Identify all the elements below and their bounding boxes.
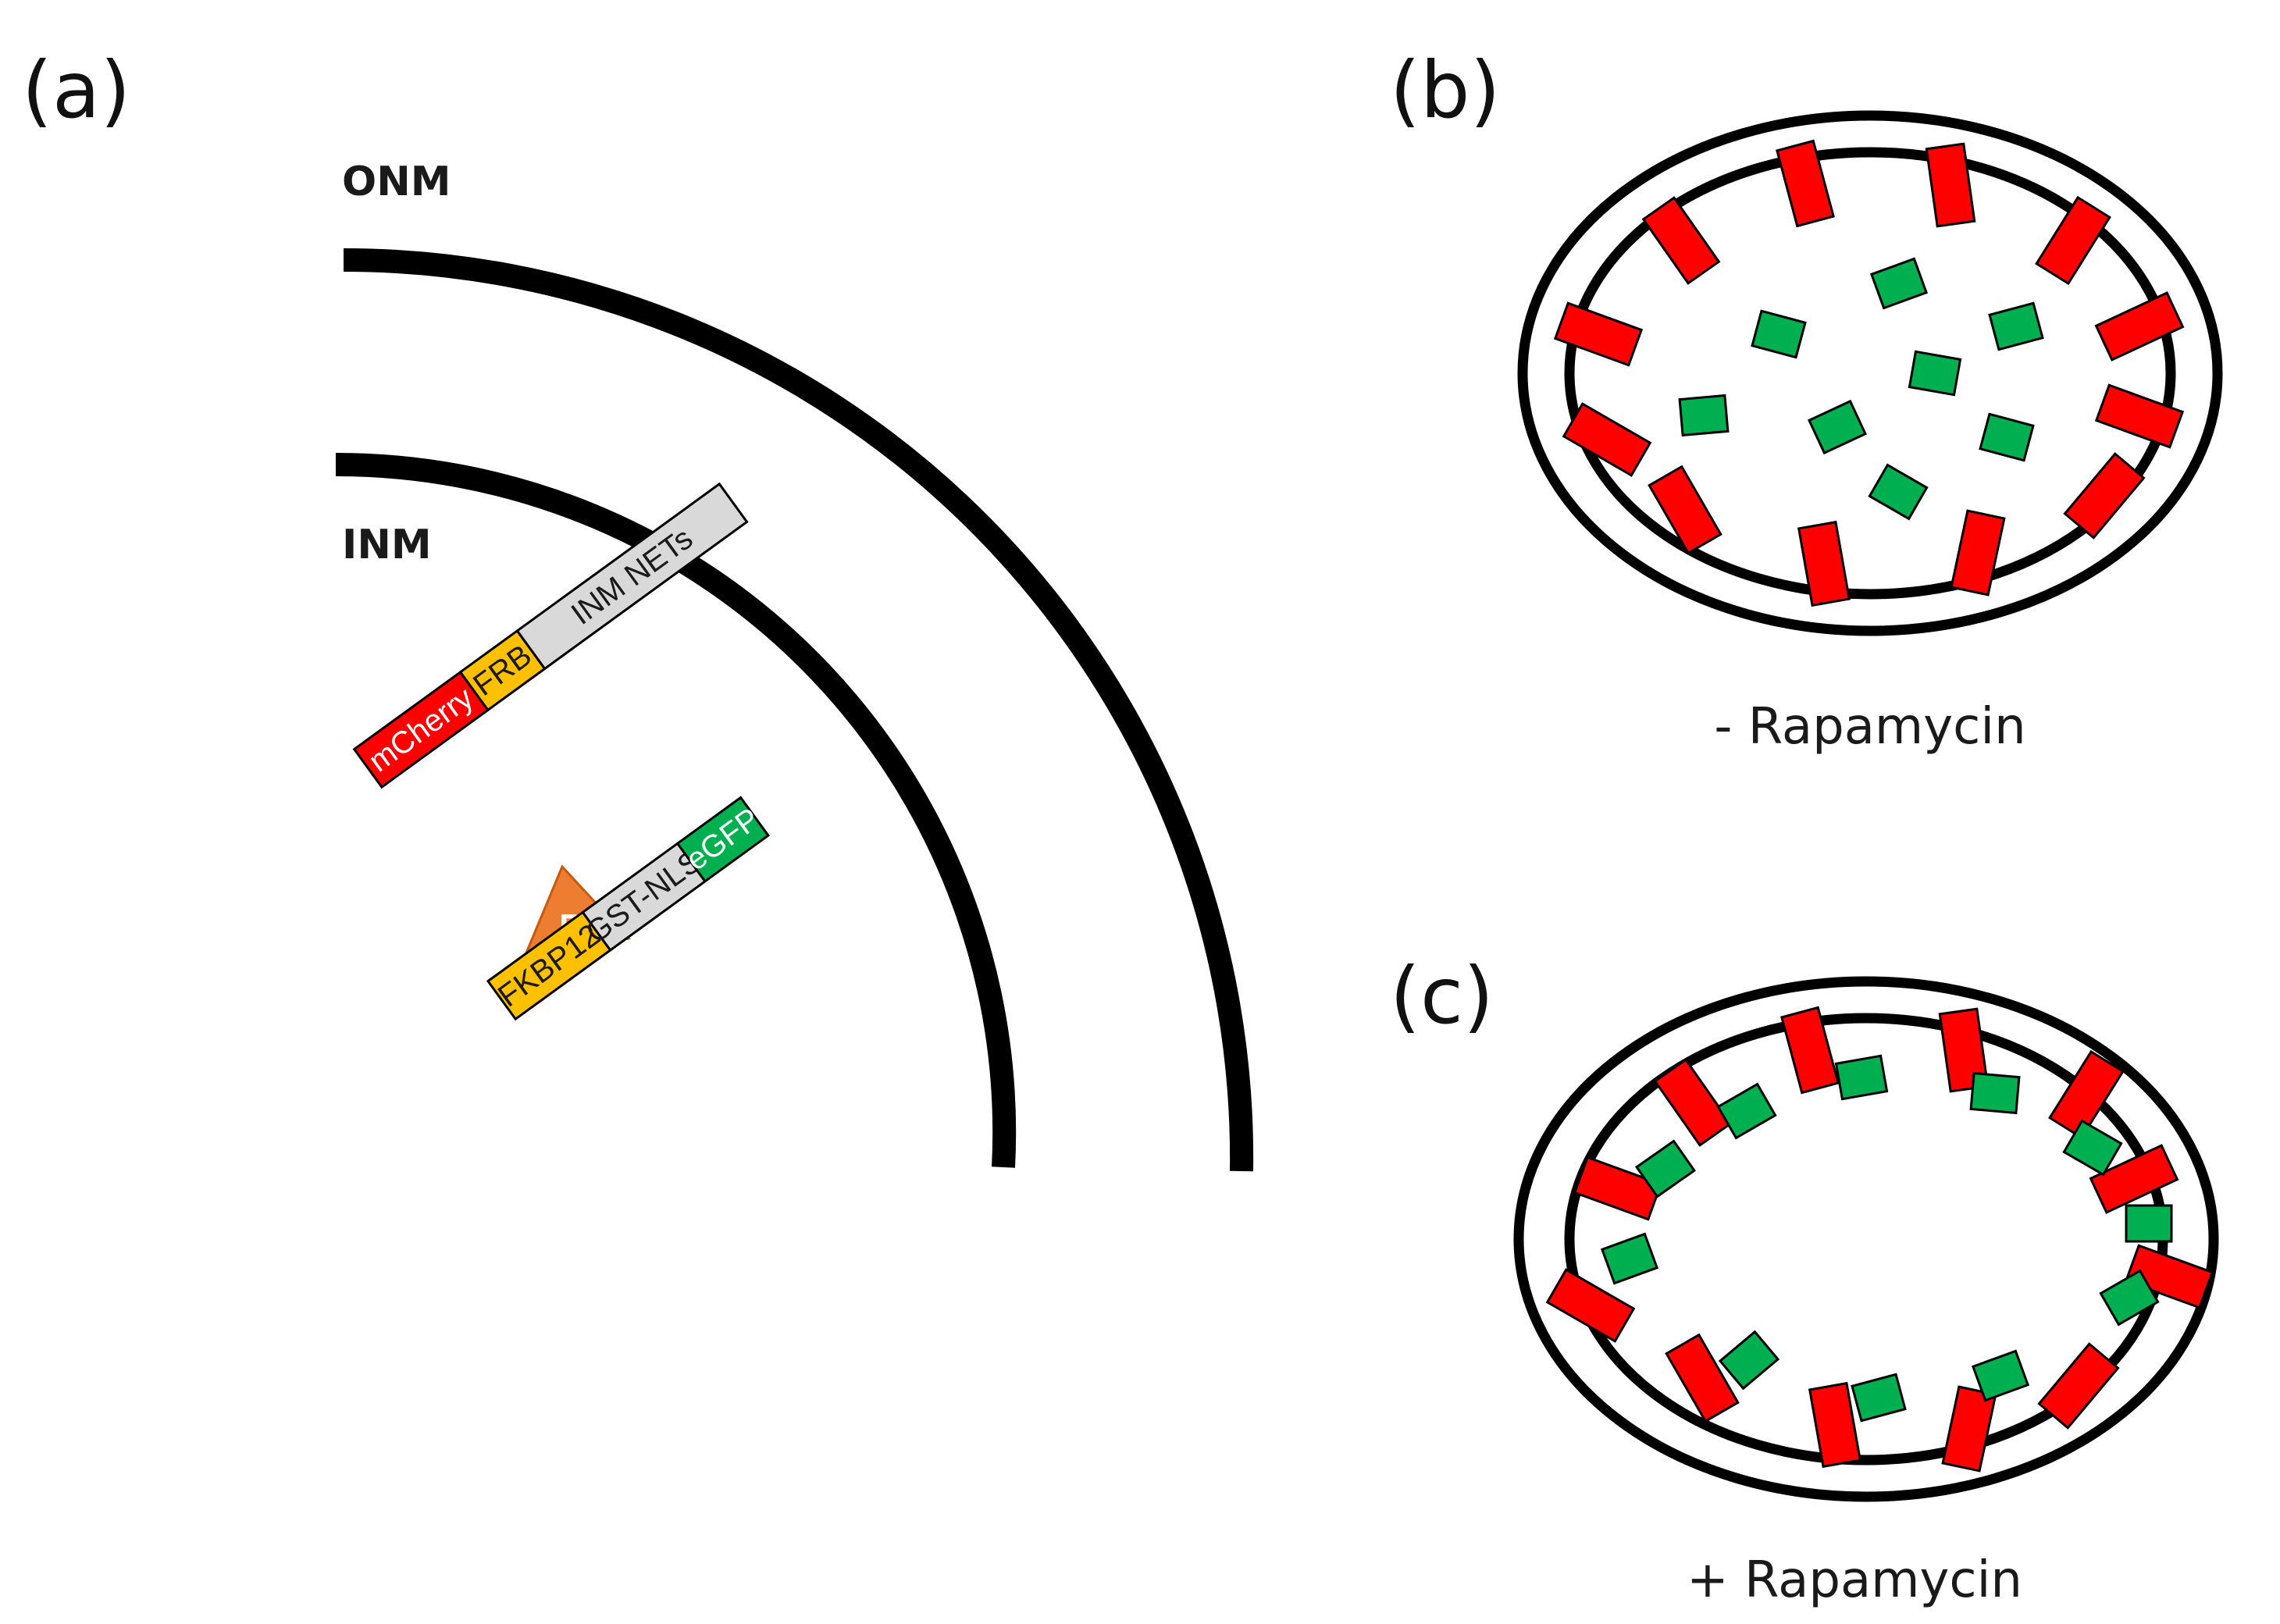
- anchor-protein-red: [2094, 291, 2185, 361]
- anchor-protein-red: [1665, 1333, 1740, 1423]
- inm-nets-box: [515, 482, 749, 671]
- panel-a: ONM INM mCherry FRB INM NETs R FKBP12 GS…: [335, 158, 1254, 1172]
- anchor-protein-red: [1925, 142, 1976, 228]
- anchor-protein-red: [1776, 139, 1835, 228]
- anchor-protein-red: [2094, 383, 2185, 449]
- anchor-protein-red: [1653, 1058, 1733, 1147]
- egfp-box: [675, 796, 770, 883]
- reporter-protein-green: [1808, 399, 1867, 455]
- anchor-protein-red: [1808, 1381, 1862, 1469]
- reporter-protein-green: [1634, 1139, 1697, 1198]
- anchor-protein-red: [1941, 1385, 1997, 1473]
- anchor-protein-red: [1553, 301, 1644, 367]
- onm-label: ONM: [342, 158, 451, 205]
- nucleus-outer-membrane-c: [1513, 976, 2219, 1502]
- anchor-protein-red: [1545, 1268, 1636, 1343]
- anchor-protein-red: [2124, 1244, 2214, 1309]
- protein-group-b: [1553, 139, 2185, 607]
- panel-label-a: (a): [22, 45, 130, 136]
- condition-minus-rapamycin: - Rapamycin: [1714, 698, 2025, 756]
- reporter-protein-green: [1851, 1373, 1907, 1423]
- reporter-protein-green: [1869, 257, 1929, 310]
- condition-plus-rapamycin: + Rapamycin: [1687, 1551, 2022, 1609]
- reporter-protein-green: [1979, 412, 2035, 462]
- reporter-protein-green: [2125, 1204, 2173, 1243]
- reporter-protein-green: [1988, 301, 2044, 351]
- reporter-protein-green: [1751, 309, 1807, 359]
- anchor-protein-red: [2089, 1144, 2179, 1214]
- anchor-protein-red: [1641, 196, 1721, 285]
- anchor-protein-red: [1797, 520, 1851, 607]
- inm-label: INM: [342, 522, 432, 568]
- reporter-protein-green: [1908, 350, 1962, 397]
- anchor-protein-red: [1780, 1006, 1840, 1095]
- anchor-protein-red: [1562, 402, 1652, 477]
- anchor-protein-red: [2037, 1342, 2120, 1430]
- inner-nuclear-membrane: [335, 452, 1017, 1168]
- reporter-protein-green: [1678, 394, 1730, 437]
- reporter-construct: FKBP12 GST-NLS eGFP: [486, 796, 770, 1021]
- reporter-protein-green: [1969, 1071, 2021, 1115]
- reporter-protein-green: [1971, 1349, 2030, 1402]
- protein-group-c: [1545, 1006, 2214, 1473]
- anchor-protein-red: [2035, 195, 2111, 286]
- reporter-protein-green: [1718, 1330, 1780, 1391]
- anchor-protein-red: [2048, 1049, 2125, 1140]
- reporter-protein-green: [1600, 1232, 1659, 1285]
- nucleus-inner-membrane-b: [1564, 147, 2176, 600]
- panel-label-b: (b): [1390, 45, 1501, 136]
- reporter-protein-green: [2099, 1269, 2160, 1327]
- panel-label-c: (c): [1390, 950, 1494, 1042]
- reporter-protein-green: [1834, 1054, 1889, 1101]
- reporter-protein-green: [1868, 463, 1929, 521]
- nucleus-outer-membrane-b: [1517, 110, 2223, 636]
- reporter-protein-green: [1716, 1082, 1777, 1140]
- panel-c: + Rapamycin: [1513, 976, 2219, 1609]
- anchor-protein-red: [1938, 1007, 1990, 1093]
- reporter-protein-green: [2062, 1119, 2123, 1177]
- panel-b: - Rapamycin: [1517, 110, 2223, 756]
- anchor-protein-red: [1648, 465, 1722, 555]
- anchor-protein-red: [1573, 1156, 1663, 1221]
- anchor-protein-red: [1950, 509, 2006, 597]
- outer-nuclear-membrane: [343, 248, 1254, 1172]
- anchor-protein-red: [2063, 452, 2146, 540]
